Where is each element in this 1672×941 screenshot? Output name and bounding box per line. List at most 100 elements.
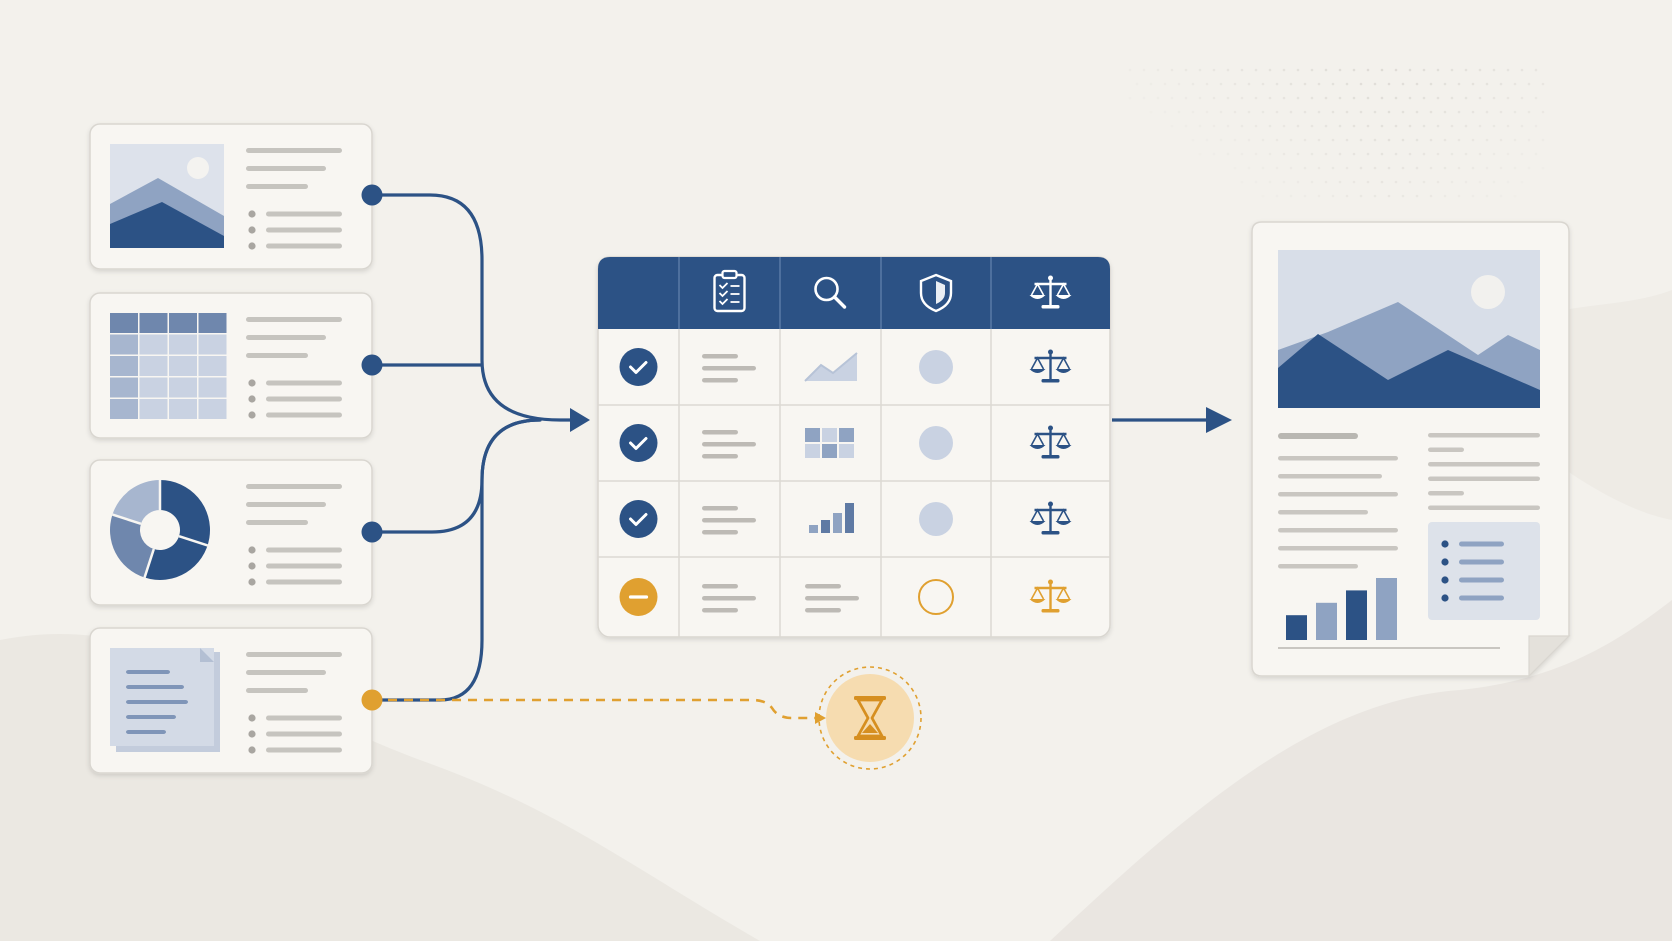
scales-icon: [1029, 579, 1072, 613]
check-circle-icon[interactable]: [619, 500, 658, 538]
text-line: [702, 584, 738, 589]
dot: [1436, 152, 1440, 156]
dot: [1268, 152, 1272, 156]
scales-base: [1041, 455, 1060, 459]
dot: [1233, 166, 1237, 170]
review-matrix[interactable]: [597, 256, 1111, 638]
matrix-row-4[interactable]: [619, 578, 1072, 616]
bullet-dot: [1441, 576, 1449, 584]
dot: [1198, 96, 1202, 100]
dot: [1408, 124, 1412, 128]
clipboard-checklist-icon: [713, 269, 746, 313]
dot: [1408, 96, 1412, 100]
dot: [1471, 110, 1475, 114]
dot: [1331, 166, 1335, 170]
table-cell: [198, 334, 227, 355]
dot: [1506, 152, 1510, 156]
dot: [1262, 195, 1265, 198]
dot: [1499, 166, 1503, 170]
matrix-row-2[interactable]: [619, 424, 1072, 462]
dot: [1485, 110, 1489, 114]
bullet-dot: [248, 411, 256, 419]
dot: [1436, 180, 1440, 184]
bullet-line: [266, 731, 342, 737]
dot: [1471, 82, 1475, 86]
dot: [1184, 68, 1188, 72]
dot: [1429, 110, 1433, 114]
dot: [1282, 124, 1286, 128]
bullet-dot: [248, 578, 256, 586]
magnifier-lens: [814, 276, 839, 302]
dot: [1514, 195, 1517, 198]
dot: [1387, 194, 1391, 198]
dot: [1310, 152, 1314, 156]
dot: [1492, 152, 1496, 156]
dot: [1352, 180, 1356, 184]
source-card-image[interactable]: [89, 123, 383, 270]
text-line: [1278, 492, 1398, 497]
dot: [1527, 138, 1531, 142]
matrix-row-1[interactable]: [619, 348, 1072, 386]
dot: [1450, 96, 1454, 100]
dot: [1219, 82, 1223, 86]
scales-pan: [1029, 599, 1046, 603]
dot: [1261, 82, 1265, 86]
dot: [1268, 180, 1272, 184]
dot: [1331, 138, 1335, 142]
grid-cell: [805, 428, 820, 442]
hourglass-icon[interactable]: [818, 666, 922, 770]
dot: [1254, 96, 1258, 100]
dot: [1380, 152, 1384, 156]
dot: [1513, 82, 1517, 86]
checklist-tick: [718, 290, 729, 298]
area-fill: [805, 353, 857, 381]
dot: [1296, 124, 1300, 128]
checklist-tick: [718, 282, 729, 290]
check-circle-icon[interactable]: [619, 424, 658, 462]
dot: [1366, 96, 1370, 100]
dot: [1156, 96, 1160, 100]
source-card-donut-chart[interactable]: [89, 459, 383, 606]
scales-top: [1048, 579, 1053, 585]
dot: [1471, 138, 1475, 142]
dot: [1275, 138, 1279, 142]
dot: [1429, 138, 1433, 142]
dot: [1170, 124, 1174, 128]
output-report-document[interactable]: [1251, 221, 1571, 678]
table-cell: [169, 377, 197, 398]
dot: [1457, 166, 1461, 170]
check-circle-icon[interactable]: [619, 348, 658, 386]
dot: [1345, 166, 1349, 170]
dot: [1317, 110, 1321, 114]
dot: [1492, 180, 1496, 184]
report-hero-image-icon: [1278, 250, 1540, 408]
grid-thumbnail-icon: [805, 428, 854, 458]
source-card-document[interactable]: [89, 627, 383, 774]
dot: [1359, 110, 1363, 114]
source-card-table[interactable]: [89, 292, 383, 439]
scales-base: [1041, 609, 1060, 613]
scales-base: [1041, 379, 1060, 383]
donut-slice: [112, 480, 160, 524]
matrix-row-3[interactable]: [619, 500, 1072, 538]
dot: [1464, 96, 1468, 100]
dot: [1198, 68, 1202, 72]
scales-chain: [1030, 586, 1045, 600]
text-line: [702, 518, 756, 523]
scales-icon: [1029, 275, 1072, 309]
table-cell: [110, 377, 138, 398]
dot: [1254, 180, 1258, 184]
text-line: [1278, 528, 1398, 533]
bar: [833, 513, 842, 533]
dot: [1247, 110, 1251, 114]
dot: [1352, 152, 1356, 156]
connector-port-connected: [361, 184, 383, 206]
text-line: [126, 700, 188, 704]
dot: [1275, 110, 1279, 114]
table-cell: [139, 399, 168, 419]
minus-circle-icon[interactable]: [619, 578, 658, 616]
table-cell: [110, 313, 138, 333]
grid-cell: [839, 428, 854, 442]
report-bar-chart: [1278, 578, 1500, 649]
security-status-dot: [919, 350, 953, 384]
